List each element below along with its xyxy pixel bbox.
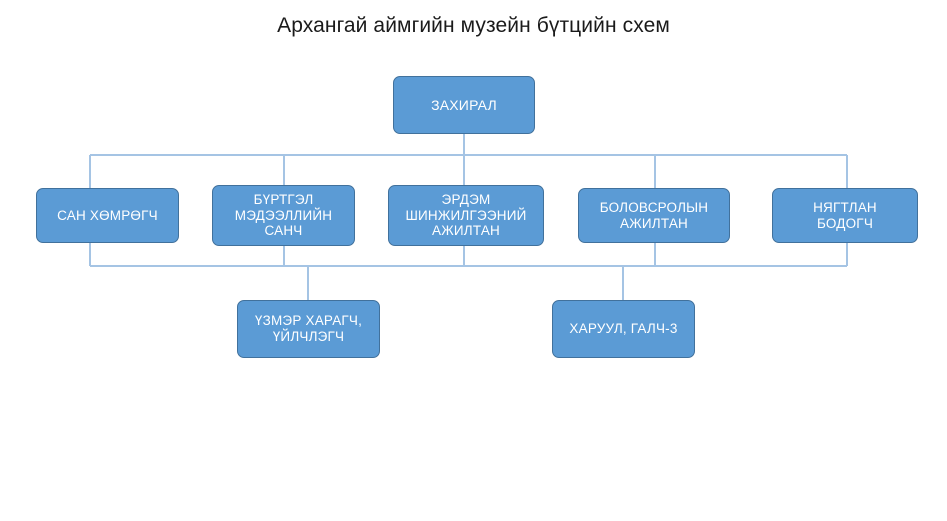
org-node-accountant-line2: БОДОГЧ xyxy=(816,215,874,231)
org-node-exhibit-guard-label: ҮЗМЭР ХАРАГЧ, ҮЙЛЧЛЭГЧ xyxy=(244,313,373,345)
org-node-director-label: ЗАХИРАЛ xyxy=(431,96,497,113)
org-node-director[interactable]: ЗАХИРАЛ xyxy=(393,76,535,134)
org-node-registrar-line2: МЭДЭЭЛЛИЙН xyxy=(234,207,333,223)
org-node-researcher[interactable]: ЭРДЭМ ШИНЖИЛГЭЭНИЙ АЖИЛТАН xyxy=(388,185,544,246)
org-node-education-line1: БОЛОВСРОЛЫН xyxy=(599,199,709,215)
org-node-exhibit-guard-line2: ҮЙЛЧЛЭГЧ xyxy=(272,329,345,344)
org-node-researcher-line2: ШИНЖИЛГЭЭНИЙ xyxy=(405,207,527,223)
org-node-registrar-label: БҮРТГЭЛ МЭДЭЭЛЛИЙН САНЧ xyxy=(219,192,348,240)
org-node-registrar-line3: САНЧ xyxy=(264,223,303,239)
page-title: Архангай аймгийн музейн бүтцийн схем xyxy=(277,14,670,37)
org-node-watchman[interactable]: ХАРУУЛ, ГАЛЧ-3 xyxy=(552,300,695,358)
org-node-exhibit-guard[interactable]: ҮЗМЭР ХАРАГЧ, ҮЙЛЧЛЭГЧ xyxy=(237,300,380,358)
org-node-fund-keeper[interactable]: САН ХӨМРӨГЧ xyxy=(36,188,179,243)
org-node-researcher-line1: ЭРДЭМ xyxy=(441,191,491,207)
org-node-fund-keeper-label: САН ХӨМРӨГЧ xyxy=(57,207,158,223)
org-node-researcher-line3: АЖИЛТАН xyxy=(432,223,500,239)
org-node-watchman-label: ХАРУУЛ, ГАЛЧ-3 xyxy=(569,321,678,337)
org-node-registrar-line1: БҮРТГЭЛ xyxy=(253,191,314,207)
org-node-accountant-line1: НЯГТЛАН xyxy=(813,199,877,215)
org-node-exhibit-guard-line1: ҮЗМЭР ХАРАГЧ, xyxy=(254,313,363,329)
org-node-researcher-label: ЭРДЭМ ШИНЖИЛГЭЭНИЙ АЖИЛТАН xyxy=(395,192,537,240)
org-node-education-line2: АЖИЛТАН xyxy=(620,215,688,231)
org-node-accountant-label: НЯГТЛАН БОДОГЧ xyxy=(779,200,911,232)
org-node-registrar[interactable]: БҮРТГЭЛ МЭДЭЭЛЛИЙН САНЧ xyxy=(212,185,355,246)
org-node-accountant[interactable]: НЯГТЛАН БОДОГЧ xyxy=(772,188,918,243)
org-node-education-label: БОЛОВСРОЛЫН АЖИЛТАН xyxy=(585,200,723,232)
org-node-education[interactable]: БОЛОВСРОЛЫН АЖИЛТАН xyxy=(578,188,730,243)
